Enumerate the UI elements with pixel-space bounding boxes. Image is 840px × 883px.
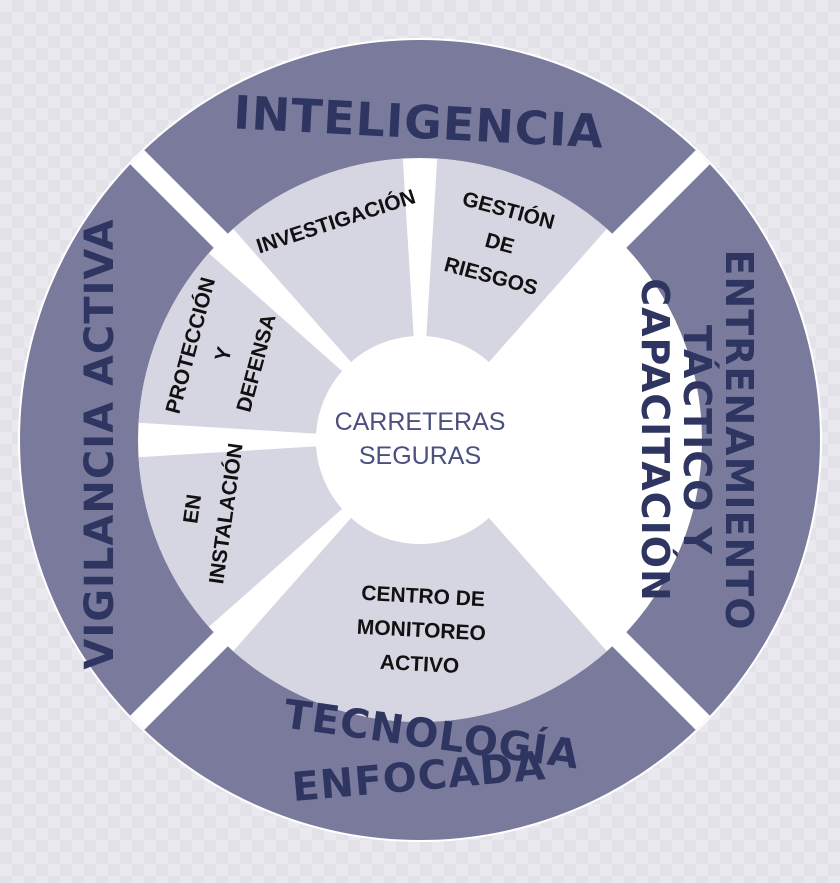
outer-segment-bottom	[137, 639, 703, 840]
center-circle	[316, 336, 524, 544]
svg-text:ENTRENAMIENTO: ENTRENAMIENTO	[717, 249, 761, 630]
inner-segment-proteccion	[138, 253, 343, 434]
center-title-line2: SEGURAS	[359, 442, 481, 470]
svg-text:Y: Y	[211, 345, 237, 364]
svg-text:CAPACITACIÓN: CAPACITACIÓN	[633, 278, 677, 602]
outer-ring	[20, 40, 820, 840]
inner-segment-gestion	[426, 158, 607, 363]
svg-text:EN: EN	[179, 493, 206, 525]
outer-label-entrenamiento: ENTRENAMIENTO TÁCTICO Y CAPACITACIÓN	[633, 249, 761, 630]
inner-segment-instalacion	[138, 446, 343, 627]
outer-segment-right	[619, 157, 820, 723]
outer-label-vigilancia: VIGILANCIA ACTIVA	[77, 218, 123, 669]
center-title-line1: CARRETERAS	[335, 408, 506, 436]
outer-segment-top	[137, 40, 703, 241]
inner-segment-investigacion	[233, 158, 414, 363]
inner-segment-centro	[233, 517, 607, 723]
svg-text:ACTIVO: ACTIVO	[379, 651, 459, 678]
svg-text:TÁCTICO Y: TÁCTICO Y	[675, 325, 719, 555]
inner-ring	[138, 158, 607, 723]
outer-segment-left	[20, 157, 221, 723]
